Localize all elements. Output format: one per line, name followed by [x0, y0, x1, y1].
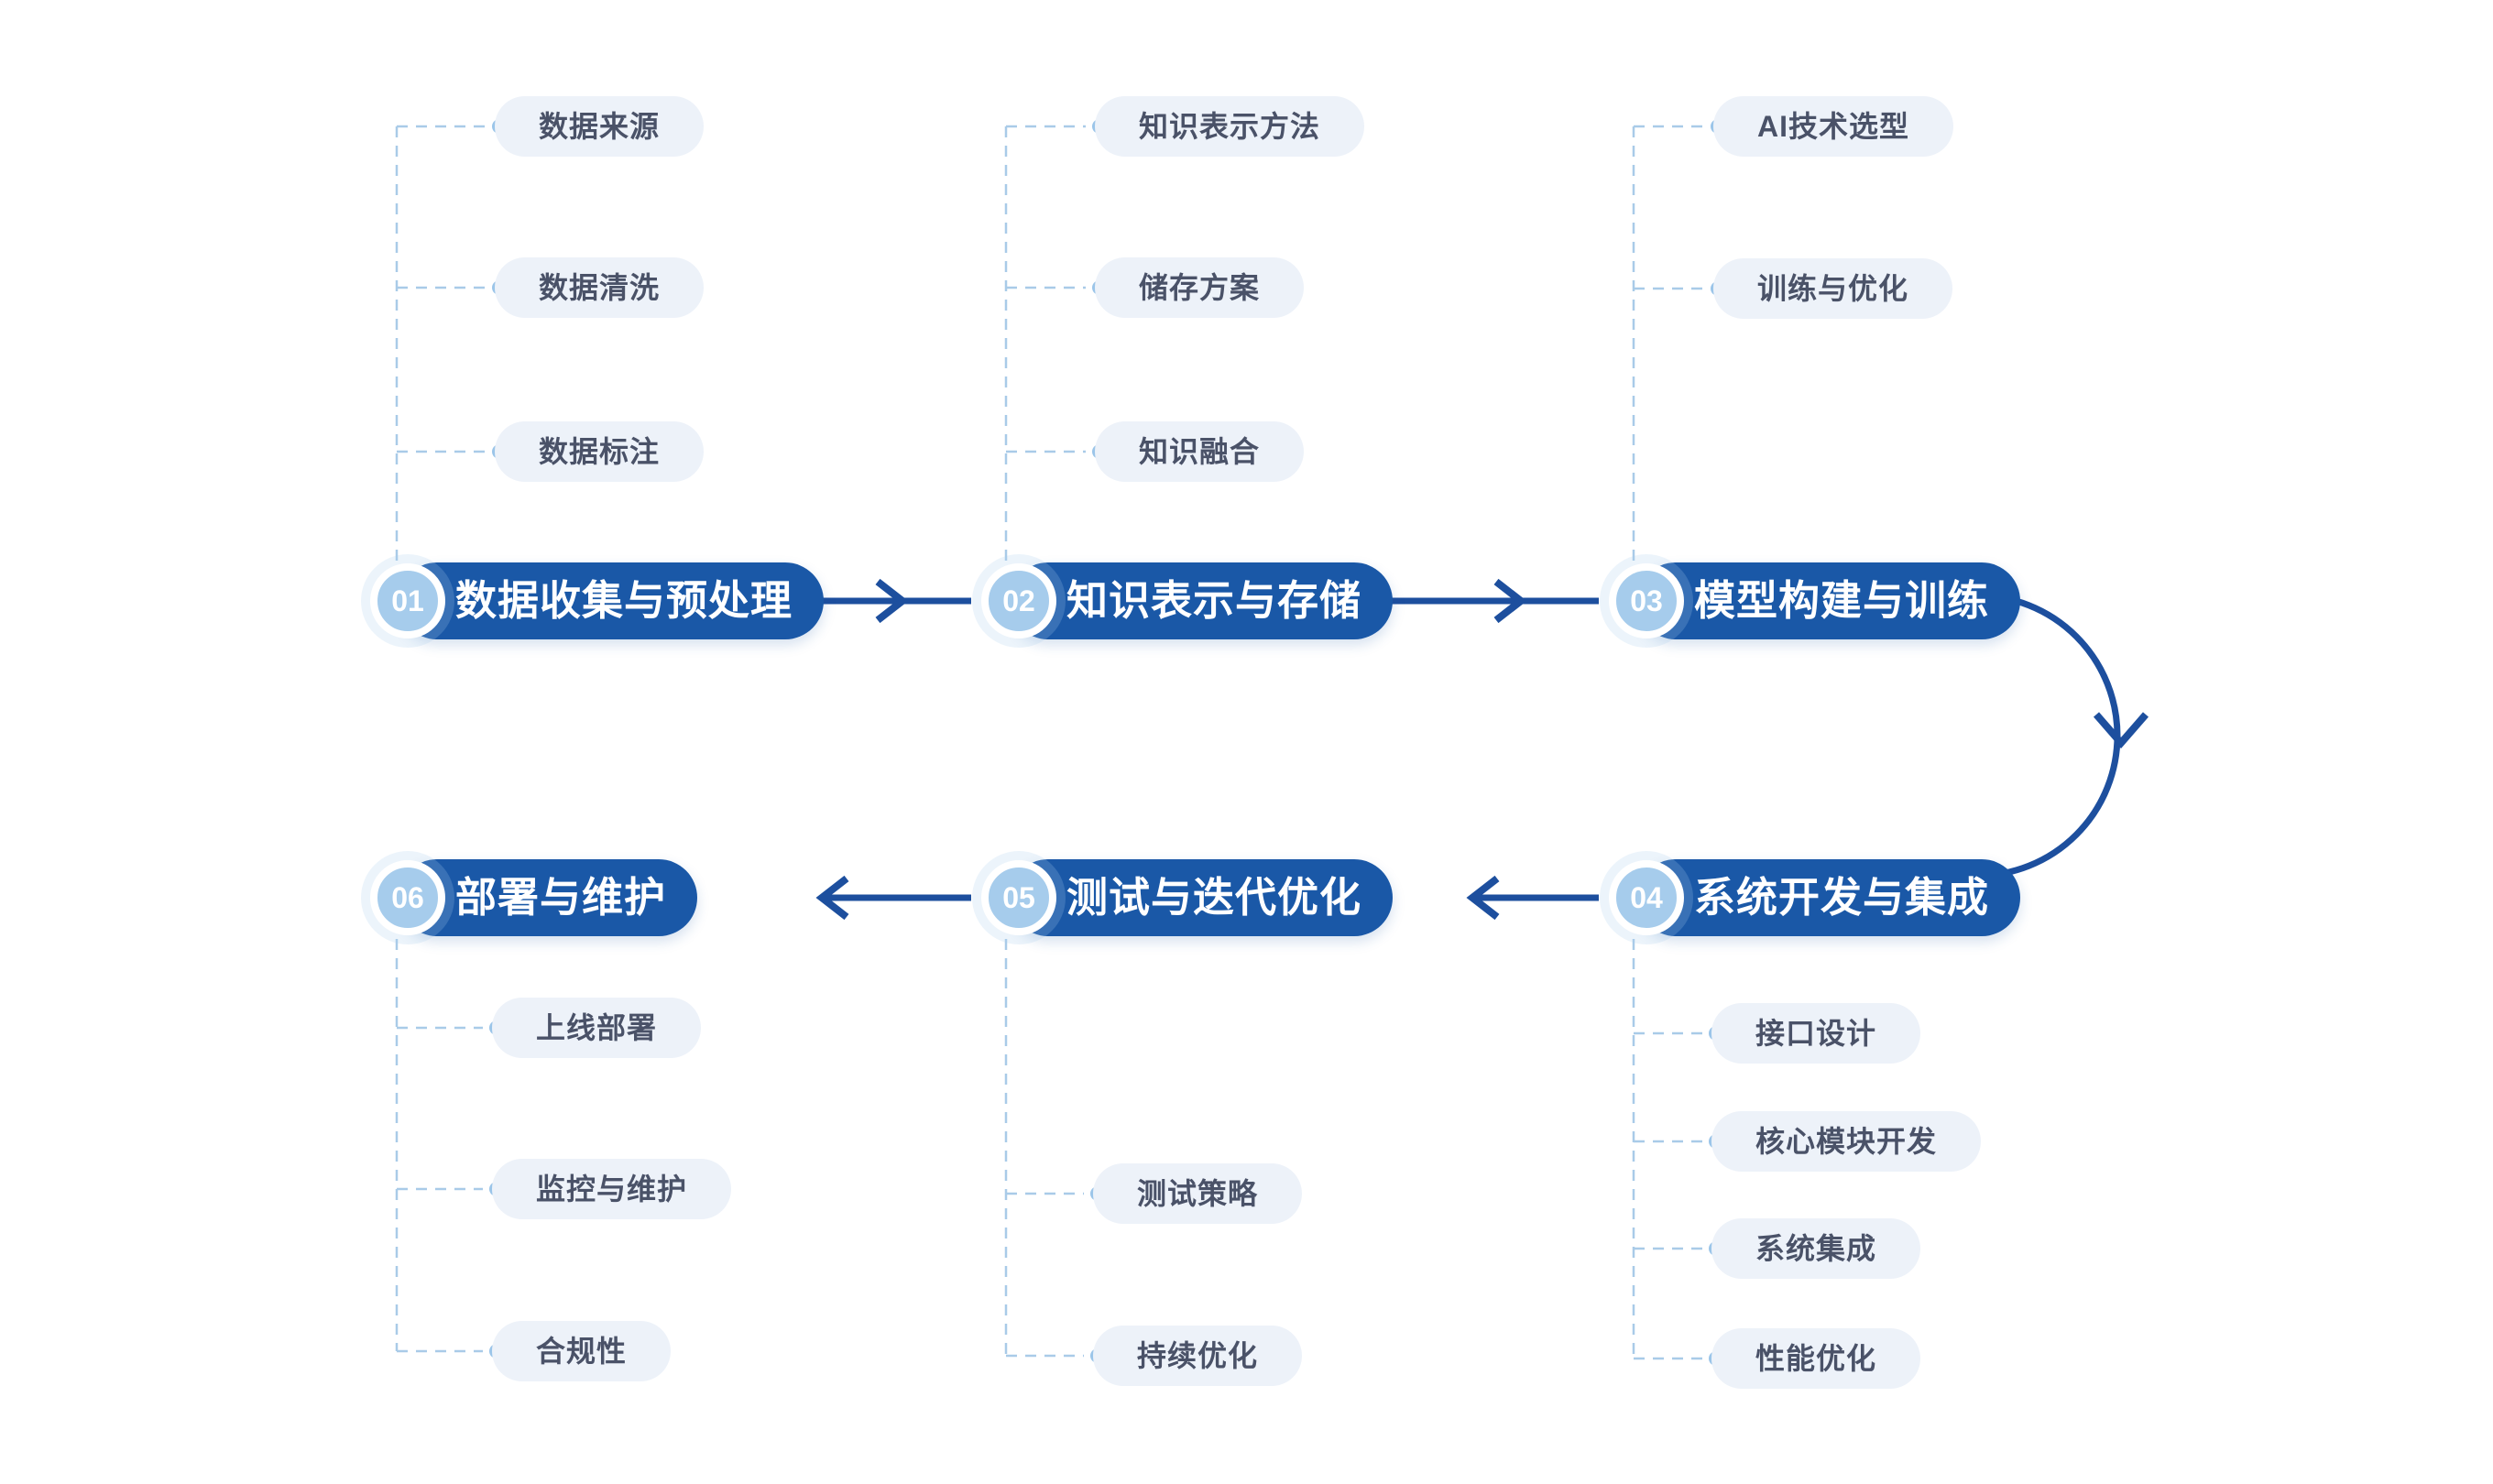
- sub-item-pill: 上线部署: [492, 998, 702, 1058]
- stage-badge-04: 04: [1609, 860, 1684, 935]
- stage-pill-06: 部署与维护: [399, 859, 698, 936]
- arrowhead-down-icon: [2093, 712, 2149, 749]
- sub-item-pill: 持续优化: [1093, 1326, 1303, 1386]
- stage-badge-05: 05: [981, 860, 1056, 935]
- sub-item-pill: 接口设计: [1711, 1003, 1921, 1064]
- arrowhead-left-icon: [815, 875, 849, 921]
- sub-item-pill: 数据来源: [495, 96, 705, 157]
- stage-pill-01: 数据收集与预处理: [399, 562, 825, 639]
- stage-badge-06: 06: [370, 860, 445, 935]
- stage-pill-04: 系统开发与集成: [1637, 859, 2021, 936]
- stage-pill-02: 知识表示与存储: [1010, 562, 1394, 639]
- sub-item-pill: 知识表示方法: [1095, 96, 1365, 157]
- stage-badge-02: 02: [981, 563, 1056, 638]
- stage-badge-01: 01: [370, 563, 445, 638]
- stage-pill-03: 模型构建与训练: [1637, 562, 2021, 639]
- arrowhead-right-icon: [1493, 578, 1527, 624]
- sub-item-pill: 数据标注: [495, 421, 705, 482]
- sub-item-pill: AI技术选型: [1713, 96, 1954, 157]
- sub-item-pill: 核心模块开发: [1711, 1111, 1982, 1172]
- sub-item-pill: 监控与维护: [492, 1159, 732, 1219]
- sub-item-pill: 合规性: [492, 1321, 672, 1381]
- sub-item-pill: 数据清洗: [495, 257, 705, 318]
- sub-item-pill: 训练与优化: [1713, 258, 1953, 319]
- arrowhead-right-icon: [875, 578, 909, 624]
- sub-item-pill: 性能优化: [1711, 1328, 1921, 1389]
- arrowhead-left-icon: [1466, 875, 1500, 921]
- stage-pill-05: 测试与迭代优化: [1010, 859, 1394, 936]
- sub-item-pill: 储存方案: [1095, 257, 1305, 318]
- sub-item-pill: 知识融合: [1095, 421, 1305, 482]
- sub-item-pill: 系统集成: [1711, 1218, 1921, 1279]
- arc-line-03-04: [1976, 592, 2121, 879]
- stage-badge-03: 03: [1609, 563, 1684, 638]
- sub-item-pill: 测试策略: [1093, 1163, 1303, 1224]
